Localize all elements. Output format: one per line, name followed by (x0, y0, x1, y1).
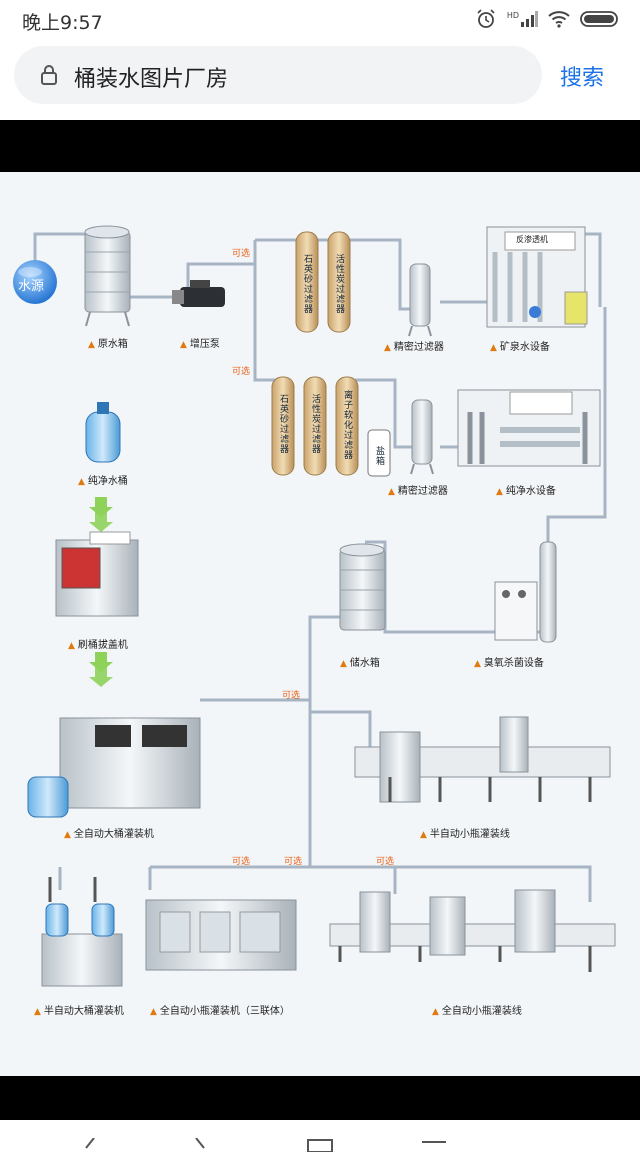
filter-tanks-row1 (295, 231, 351, 333)
search-query: 桶装水图片厂房 (74, 67, 229, 92)
optional-label-2: 可选 (232, 367, 251, 377)
filter-text-carbon-2: 活性炭过滤器 (310, 394, 320, 454)
ozone-equipment-shape (494, 541, 557, 643)
auto-small-line-shape (329, 889, 616, 972)
label-auto-big-filler: ▲全自动大桶灌装机 (64, 829, 154, 840)
precision-filter-2-shape (410, 399, 434, 475)
label-brush-machine: ▲刷桶拔盖机 (68, 640, 128, 651)
label-pure-bucket: ▲纯净水桶 (78, 476, 128, 487)
label-mineral-equipment: ▲矿泉水设备 (490, 342, 550, 353)
label-auto-small-filler: ▲全自动小瓶灌装机（三联体） (150, 1006, 290, 1017)
equipment-panel-text: 反渗透机 (516, 235, 548, 244)
label-raw-tank: ▲原水箱 (88, 339, 128, 350)
status-time: 晚上9:57 (22, 12, 103, 34)
menu-icon[interactable] (420, 1138, 448, 1152)
back-icon[interactable] (80, 1138, 100, 1150)
water-source-label: 水源 (18, 279, 45, 294)
status-bar: 晚上9:57 HD (0, 0, 640, 40)
nav-bar (0, 1120, 640, 1152)
filter-text-quartz-2: 石英砂过滤器 (278, 394, 288, 454)
auto-big-filler-shape (27, 717, 201, 818)
green-arrows (89, 497, 113, 687)
filter-text-ion: 离子软化过滤器 (342, 390, 352, 460)
status-icons: HD (475, 8, 620, 30)
label-semi-big-filler: ▲半自动大桶灌装机 (34, 1006, 124, 1017)
filter-text-quartz-1: 石英砂过滤器 (302, 254, 312, 314)
label-auto-small-line: ▲全自动小瓶灌装线 (432, 1006, 522, 1017)
brush-machine-shape (55, 531, 139, 617)
optional-label-6: 可选 (376, 857, 395, 867)
battery-icon (580, 11, 618, 27)
mineral-equipment-shape (486, 226, 588, 328)
process-diagram (13, 225, 616, 987)
alarm-icon (477, 9, 495, 28)
label-ozone: ▲臭氧杀菌设备 (474, 658, 544, 669)
label-precision-filter-2: ▲精密过滤器 (388, 486, 448, 497)
label-storage-tank: ▲储水箱 (340, 658, 380, 669)
raw-tank-shape (84, 225, 131, 327)
optional-label-3: 可选 (282, 691, 301, 701)
optional-label-4: 可选 (232, 857, 251, 867)
forward-icon[interactable] (190, 1138, 210, 1150)
image-top-border (0, 120, 640, 172)
pure-bucket-shape (85, 402, 121, 463)
water-source-icon (13, 260, 57, 304)
optional-label-1: 可选 (232, 249, 251, 259)
semi-big-filler-shape (41, 877, 123, 987)
pure-equipment-shape (457, 389, 601, 467)
hd-signal-icon: HD (507, 11, 538, 27)
tabs-icon[interactable] (306, 1138, 334, 1152)
process-diagram-image[interactable]: 水源 石英砂过滤器 活性炭过滤器 石英砂过滤器 活性炭过滤器 离子软化过滤器 盐… (0, 172, 640, 1076)
lock-icon (41, 65, 57, 85)
auto-small-filler-shape (145, 899, 297, 971)
label-precision-filter-1: ▲精密过滤器 (384, 342, 444, 353)
search-input[interactable]: 桶装水图片厂房 (14, 46, 542, 104)
label-pure-equipment: ▲纯净水设备 (496, 486, 556, 497)
filter-text-carbon-1: 活性炭过滤器 (334, 254, 344, 314)
wifi-icon (548, 11, 570, 28)
filter-text-salt: 盐箱 (374, 446, 384, 466)
precision-filter-1-shape (408, 263, 432, 337)
search-button[interactable]: 搜索 (560, 66, 605, 91)
image-bottom-border (0, 1076, 640, 1120)
semi-small-line-shape (354, 716, 611, 803)
label-semi-small-line: ▲半自动小瓶灌装线 (420, 829, 510, 840)
label-booster-pump: ▲增压泵 (180, 339, 220, 350)
filter-tanks-row2 (271, 376, 391, 477)
storage-tank-shape (339, 543, 386, 631)
booster-pump-shape (172, 280, 225, 307)
optional-label-5: 可选 (284, 857, 303, 867)
